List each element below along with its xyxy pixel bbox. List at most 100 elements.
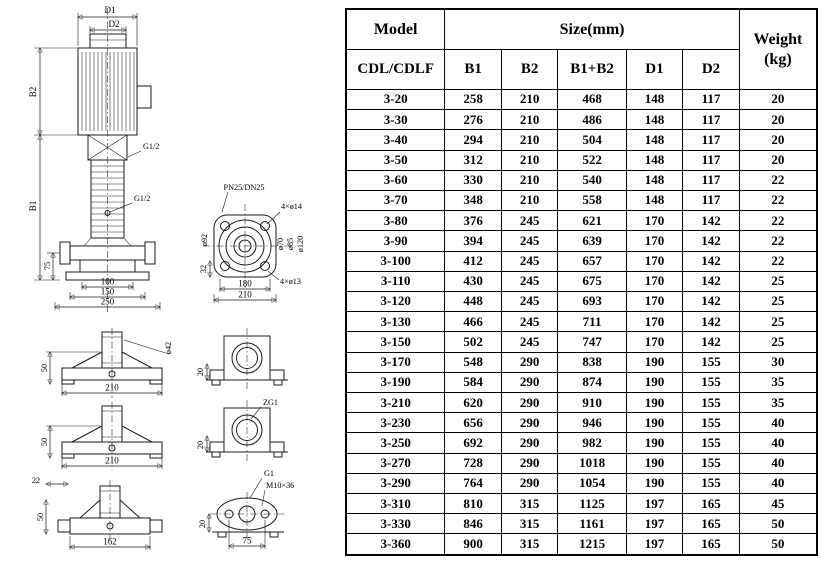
col-header-b1b2: B1+B2 — [557, 49, 627, 90]
model-cell: 3-330 — [345, 513, 446, 535]
value-cell: 910 — [557, 392, 627, 414]
value-cell: 1054 — [557, 472, 627, 495]
value-cell: 155 — [682, 432, 740, 454]
dim-d1: D1 — [105, 5, 116, 15]
flange-view-3: G1 M10×36 20 75 — [198, 469, 294, 549]
value-cell: 692 — [444, 432, 502, 454]
value-cell: 245 — [500, 291, 559, 313]
value-cell: 170 — [625, 331, 684, 353]
value-cell: 22 — [738, 230, 818, 252]
model-cell: 3-70 — [345, 190, 446, 212]
value-cell: 40 — [738, 472, 818, 495]
dim-20-a: 20 — [196, 368, 205, 376]
value-cell: 315 — [500, 513, 559, 535]
value-cell: 148 — [625, 88, 684, 111]
model-cell: 3-30 — [345, 109, 446, 131]
value-cell: 40 — [738, 412, 818, 434]
weight-header: Weight (kg) — [738, 8, 818, 90]
dim-150: 150 — [101, 287, 115, 297]
col-header-b1: B1 — [444, 49, 502, 90]
value-cell: 1161 — [557, 513, 627, 535]
value-cell: 20 — [738, 129, 818, 151]
model-cell: 3-190 — [345, 371, 446, 394]
value-cell: 210 — [500, 169, 559, 192]
value-cell: 656 — [444, 412, 502, 434]
value-cell: 290 — [500, 472, 559, 495]
value-cell: 25 — [738, 270, 818, 293]
model-cell: 3-50 — [345, 149, 446, 171]
model-header: Model — [345, 8, 446, 50]
value-cell: 20 — [738, 149, 818, 171]
value-cell: 290 — [500, 412, 559, 434]
value-cell: 155 — [682, 371, 740, 394]
weight-header-line1: Weight — [753, 30, 803, 48]
value-cell: 190 — [625, 412, 684, 434]
value-cell: 711 — [557, 311, 627, 333]
value-cell: 210 — [500, 88, 559, 111]
value-cell: 245 — [500, 250, 559, 272]
label-g12-discharge: G1/2 — [143, 142, 159, 151]
value-cell: 468 — [557, 88, 627, 111]
value-cell: 210 — [500, 129, 559, 151]
value-cell: 20 — [738, 88, 818, 111]
value-cell: 190 — [625, 371, 684, 394]
model-cell: 3-90 — [345, 230, 446, 252]
value-cell: 45 — [738, 493, 818, 515]
value-cell: 30 — [738, 351, 818, 373]
value-cell: 900 — [444, 533, 502, 556]
value-cell: 117 — [682, 88, 740, 111]
value-cell: 693 — [557, 291, 627, 313]
value-cell: 197 — [625, 493, 684, 515]
dim-20-c: 20 — [198, 520, 207, 528]
value-cell: 165 — [682, 493, 740, 515]
value-cell: 522 — [557, 149, 627, 171]
value-cell: 35 — [738, 371, 818, 394]
model-cell: 3-20 — [345, 88, 446, 111]
value-cell: 540 — [557, 169, 627, 192]
value-cell: 210 — [500, 109, 559, 131]
value-cell: 148 — [625, 190, 684, 212]
value-cell: 466 — [444, 311, 502, 333]
value-cell: 1125 — [557, 493, 627, 515]
value-cell: 838 — [557, 351, 627, 373]
value-cell: 502 — [444, 331, 502, 353]
flange-view-2: ZG1 20 — [196, 398, 288, 462]
value-cell: 376 — [444, 210, 502, 232]
pump-side-view: D1 D2 — [28, 5, 160, 312]
label-4xd13: 4×ø13 — [280, 277, 301, 286]
dim-b1: B1 — [28, 201, 38, 212]
dim-210-a: 210 — [105, 383, 119, 393]
flange-view-1: 20 — [196, 328, 288, 390]
value-cell: 290 — [500, 432, 559, 454]
col-header-b2: B2 — [500, 49, 559, 90]
dim-32: 32 — [199, 265, 208, 273]
label-d120: ø120 — [296, 236, 305, 252]
model-series-header: CDL/CDLF — [345, 49, 446, 90]
dim-50-b: 50 — [40, 438, 49, 446]
value-cell: 197 — [625, 513, 684, 535]
label-zg1: ZG1 — [263, 398, 278, 407]
model-cell: 3-230 — [345, 412, 446, 434]
value-cell: 810 — [444, 493, 502, 515]
value-cell: 170 — [625, 311, 684, 333]
value-cell: 245 — [500, 230, 559, 252]
value-cell: 170 — [625, 210, 684, 232]
value-cell: 486 — [557, 109, 627, 131]
dim-210-flange: 210 — [238, 290, 252, 300]
dim-22: 22 — [32, 476, 40, 485]
model-cell: 3-210 — [345, 392, 446, 414]
value-cell: 142 — [682, 230, 740, 252]
value-cell: 315 — [500, 533, 559, 556]
value-cell: 764 — [444, 472, 502, 495]
